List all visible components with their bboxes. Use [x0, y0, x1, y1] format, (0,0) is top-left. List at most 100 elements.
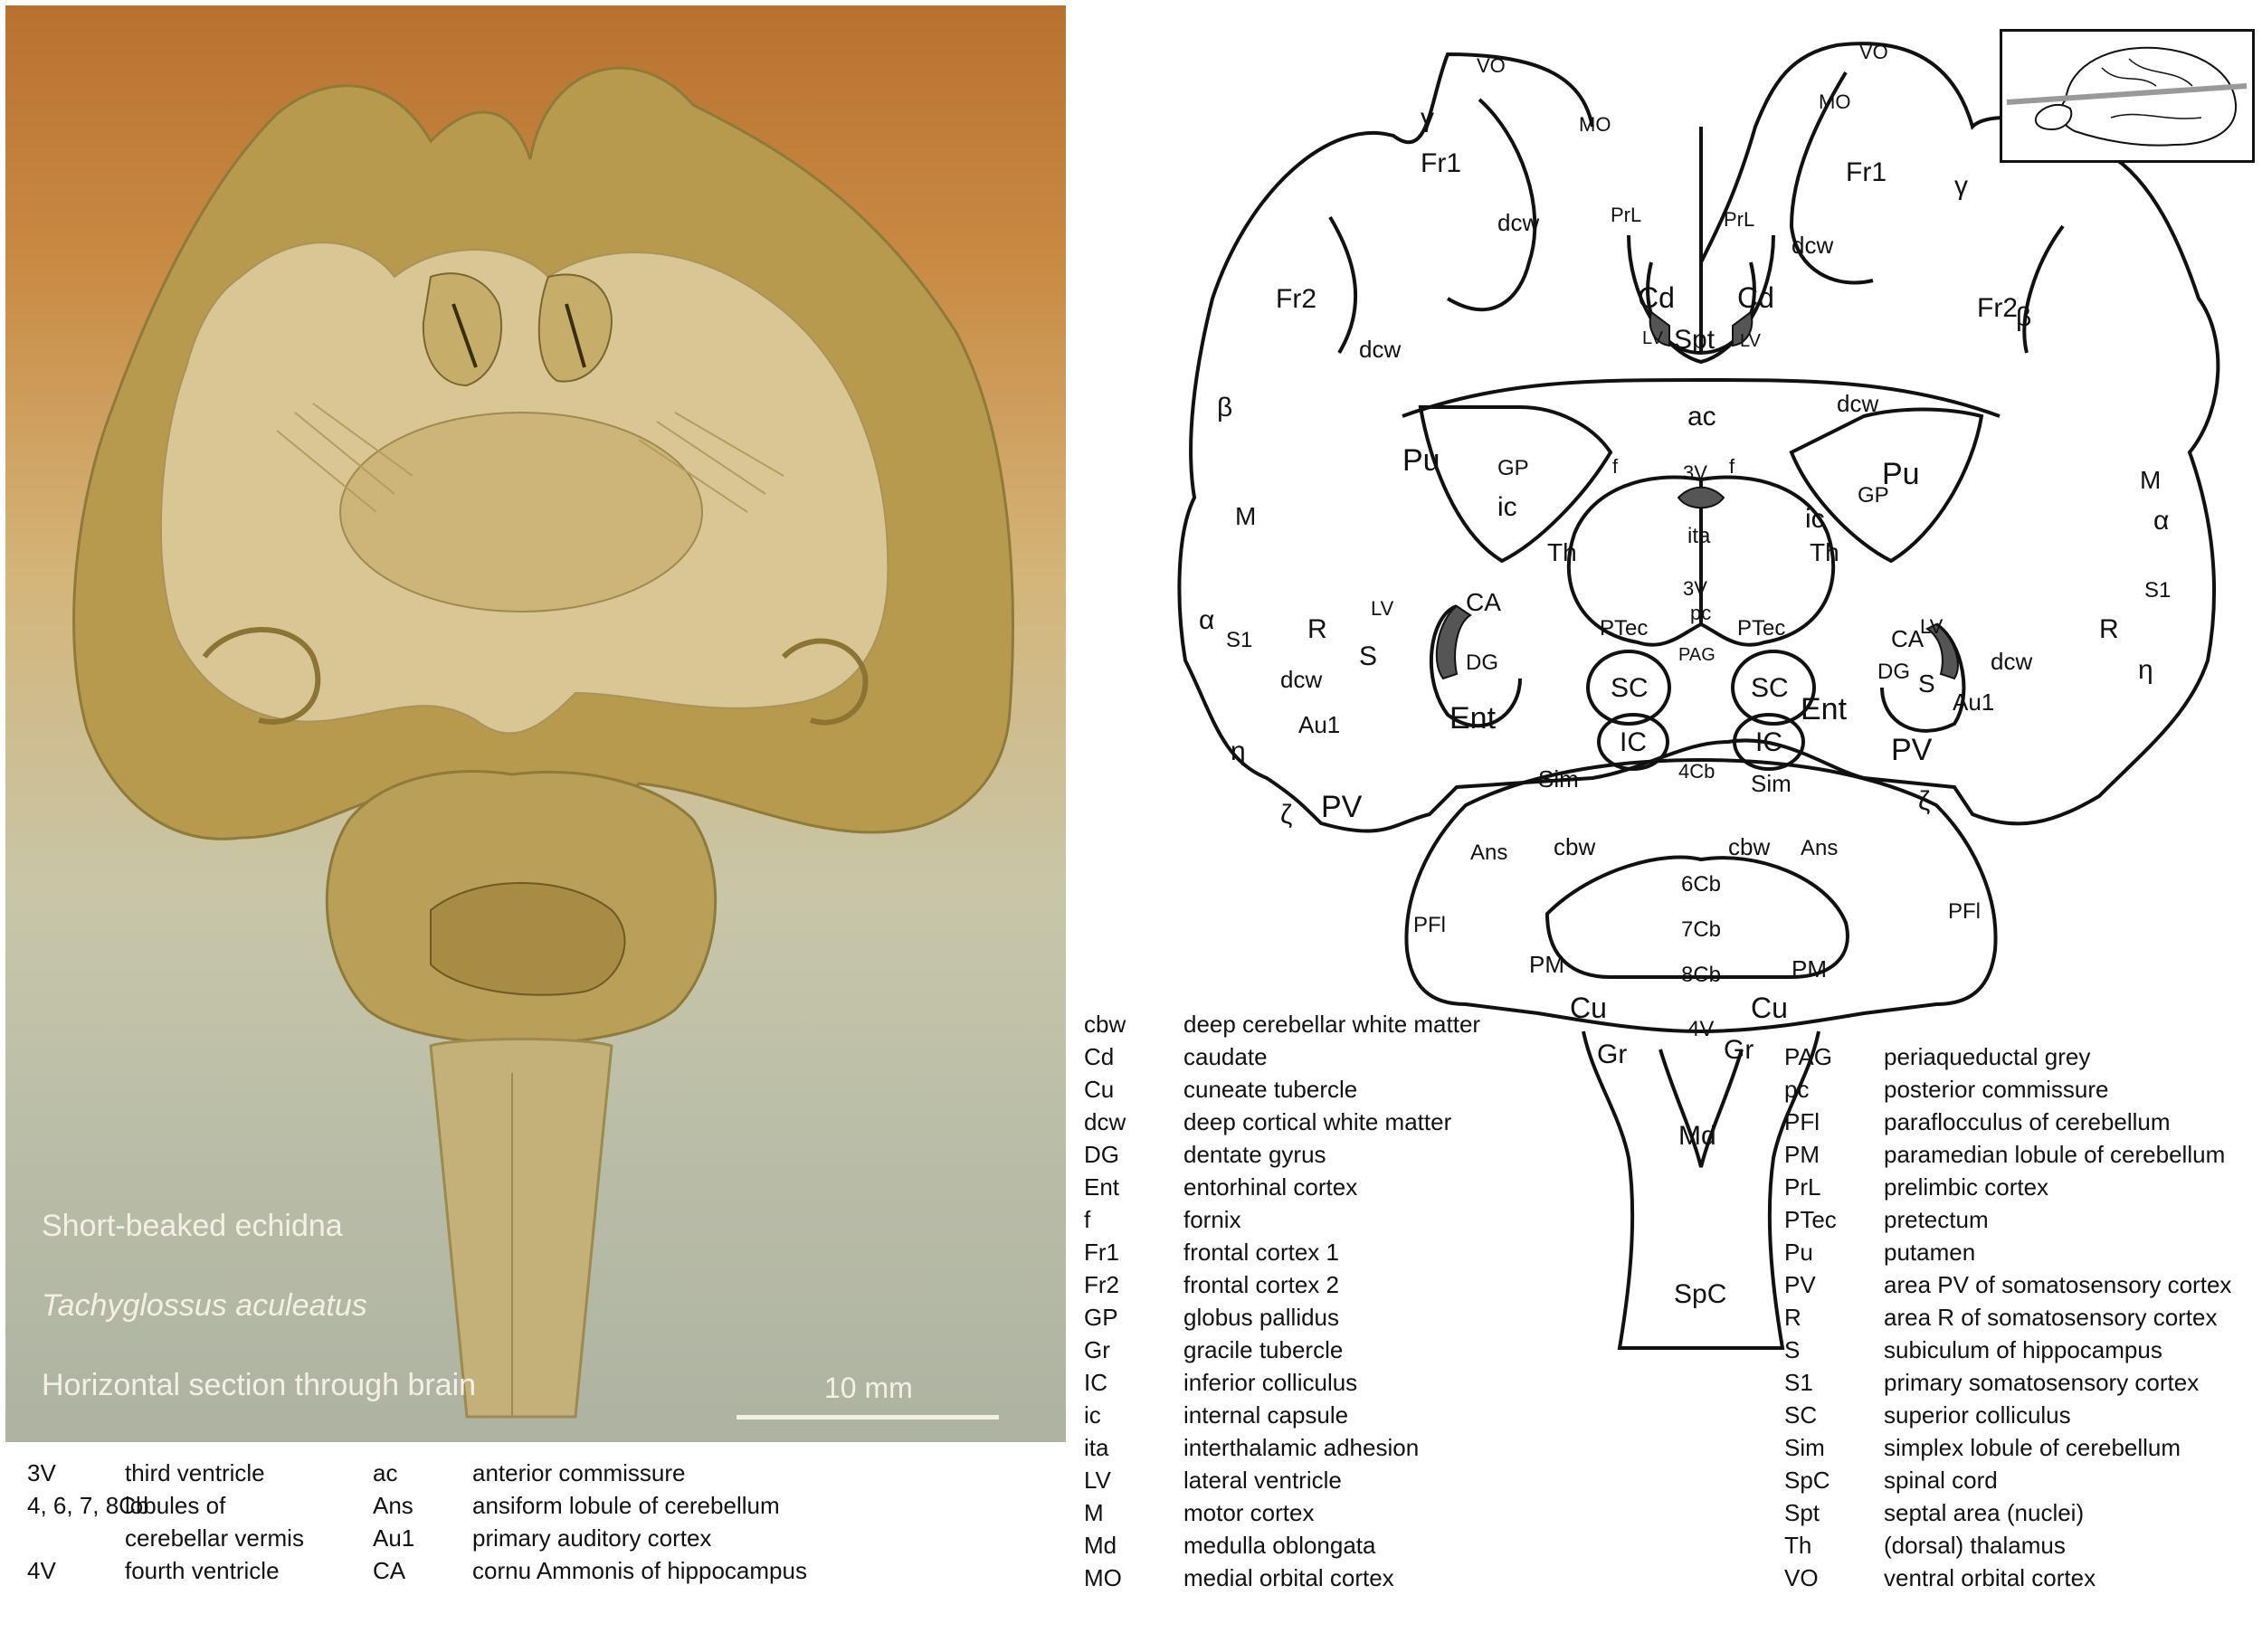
label-lv-hippocampal-right: LV — [1920, 615, 1944, 638]
legend-abbreviation: VO — [1784, 1564, 1819, 1591]
label-m-right: M — [2140, 466, 2161, 494]
label-pv-left: PV — [1321, 790, 1363, 824]
label-dcw-mid-left: dcw — [1359, 336, 1401, 363]
label-pm-left: PM — [1529, 951, 1564, 978]
label-gamma-left: γ — [1421, 103, 1434, 133]
caption-section-description: Horizontal section through brain — [42, 1368, 477, 1402]
legend-definition: simplex lobule of cerebellum — [1884, 1434, 2181, 1461]
legend-abbreviation: ic — [1084, 1401, 1101, 1429]
label-dg-left: DG — [1466, 650, 1498, 675]
label-fr1-left: Fr1 — [1421, 148, 1461, 178]
label-s1-right: S1 — [2144, 578, 2171, 603]
legend-definition: globus pallidus — [1183, 1304, 1340, 1331]
legend-abbreviation: Sim — [1784, 1434, 1825, 1461]
label-au1-right: Au1 — [1953, 688, 1994, 716]
legend-abbreviation: SC — [1784, 1401, 1818, 1429]
label-dg-right: DG — [1877, 660, 1910, 684]
legend-entry: SC superior colliculus — [1784, 1399, 2262, 1431]
label-beta-right: β — [2016, 302, 2031, 332]
label-vo-left: VO — [1477, 54, 1506, 77]
legend-definition: internal capsule — [1183, 1401, 1349, 1429]
legend-definition: interthalamic adhesion — [1183, 1434, 1420, 1461]
label-pu-left: Pu — [1402, 443, 1440, 478]
legend-abbreviation: cbw — [1084, 1011, 1126, 1038]
legend-abbreviation: Cu — [1084, 1076, 1115, 1103]
label-gr-left: Gr — [1597, 1040, 1627, 1069]
label-fornix-right: f — [1729, 455, 1735, 478]
legend-abbreviation: M — [1084, 1499, 1104, 1526]
label-s-left: S — [1359, 641, 1377, 671]
orientation-inset-drawing — [2006, 46, 2248, 147]
label-th-left: Th — [1547, 538, 1577, 566]
label-pu-right: Pu — [1882, 457, 1920, 491]
label-r-left: R — [1307, 614, 1327, 644]
legend-definition: lobules of — [125, 1492, 226, 1519]
label-beta-left: β — [1217, 393, 1232, 422]
legend-abbreviation: DG — [1084, 1141, 1119, 1168]
legend-abbreviation: 4V — [27, 1557, 56, 1584]
legend-definition: ventral orbital cortex — [1884, 1564, 2096, 1591]
label-md: Md — [1678, 1121, 1716, 1151]
label-mo-right: MO — [1819, 90, 1850, 113]
label-fr1-right: Fr1 — [1846, 157, 1887, 187]
legend-definition: caudate — [1183, 1043, 1268, 1070]
label-8cb: 8Cb — [1681, 963, 1721, 987]
label-cd-right: Cd — [1737, 281, 1774, 314]
legend-abbreviation: LV — [1084, 1467, 1111, 1494]
legend-abbreviation: Th — [1784, 1532, 1812, 1559]
label-ic-left: ic — [1497, 492, 1517, 522]
diagram-labels: VO VO MO MO PrL PrL Fr1 Fr1 dcw dcw Fr2 … — [1199, 41, 2171, 1309]
ventricle-fills — [1435, 310, 1959, 680]
legend-entry: cerebellar vermis — [27, 1522, 371, 1554]
caption-species-name: Tachyglossus aculeatus — [42, 1288, 367, 1323]
label-pfl-right: PFl — [1948, 899, 1981, 924]
label-4cb: 4Cb — [1678, 760, 1715, 783]
label-au1-left: Au1 — [1298, 711, 1340, 738]
legend-definition: superior colliculus — [1884, 1401, 2071, 1429]
diagram-outlines — [1177, 42, 2220, 1350]
legend-definition: entorhinal cortex — [1183, 1173, 1358, 1201]
legend-abbreviation: PFl — [1784, 1108, 1820, 1135]
legend-definition: primary auditory cortex — [472, 1524, 712, 1552]
legend-abbreviation: R — [1784, 1304, 1801, 1331]
legend-definition: cuneate tubercle — [1183, 1076, 1358, 1103]
label-prl-right: PrL — [1724, 208, 1754, 231]
legend-definition: lateral ventricle — [1183, 1467, 1342, 1494]
legend-definition: frontal cortex 2 — [1183, 1271, 1339, 1298]
label-alpha-right: α — [2153, 506, 2169, 536]
legend-abbreviation: Fr2 — [1084, 1271, 1119, 1298]
label-gr-right: Gr — [1724, 1035, 1754, 1065]
legend-definition: medial orbital cortex — [1183, 1564, 1394, 1591]
label-s-right: S — [1918, 669, 1935, 698]
label-dcw-upper-right: dcw — [1792, 232, 1833, 259]
legend-definition: pretectum — [1884, 1206, 1989, 1233]
legend-abbreviation: Pu — [1784, 1239, 1813, 1266]
label-fornix-left: f — [1612, 455, 1619, 478]
label-4v: 4V — [1687, 1017, 1714, 1041]
legend-abbreviation: PrL — [1784, 1173, 1821, 1201]
label-gp-left: GP — [1497, 456, 1529, 480]
label-eta-right: η — [2138, 655, 2153, 685]
legend-abbreviation: Ans — [373, 1492, 413, 1519]
brain-section-diagram: VO VO MO MO PrL PrL Fr1 Fr1 dcw dcw Fr2 … — [1177, 41, 2220, 1350]
label-spt: Spt — [1674, 325, 1716, 355]
legend-definition: posterior commissure — [1884, 1076, 2109, 1103]
